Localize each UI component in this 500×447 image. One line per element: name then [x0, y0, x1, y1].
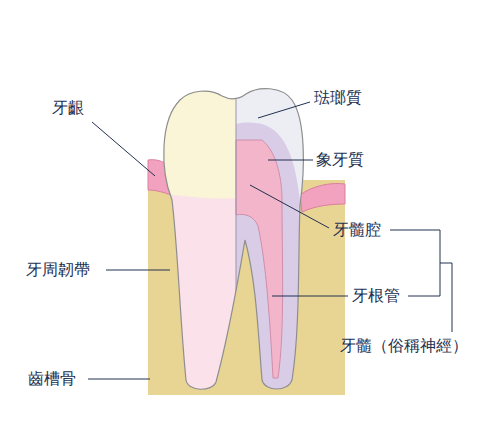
part-label: 牙根管	[352, 286, 400, 305]
tooth-body	[150, 80, 320, 400]
part-label: 琺瑯質	[314, 88, 362, 107]
part-label: 象牙質	[316, 150, 364, 169]
part-label: 牙髓腔	[333, 220, 381, 239]
gum-right	[300, 183, 345, 212]
part-label: 牙周韌帶	[26, 260, 90, 279]
tooth-outline	[164, 89, 304, 390]
part-label: 牙髓（俗稱神經）	[340, 336, 468, 355]
part-label: 齒槽骨	[28, 369, 76, 388]
part-label: 牙齦	[52, 98, 84, 117]
